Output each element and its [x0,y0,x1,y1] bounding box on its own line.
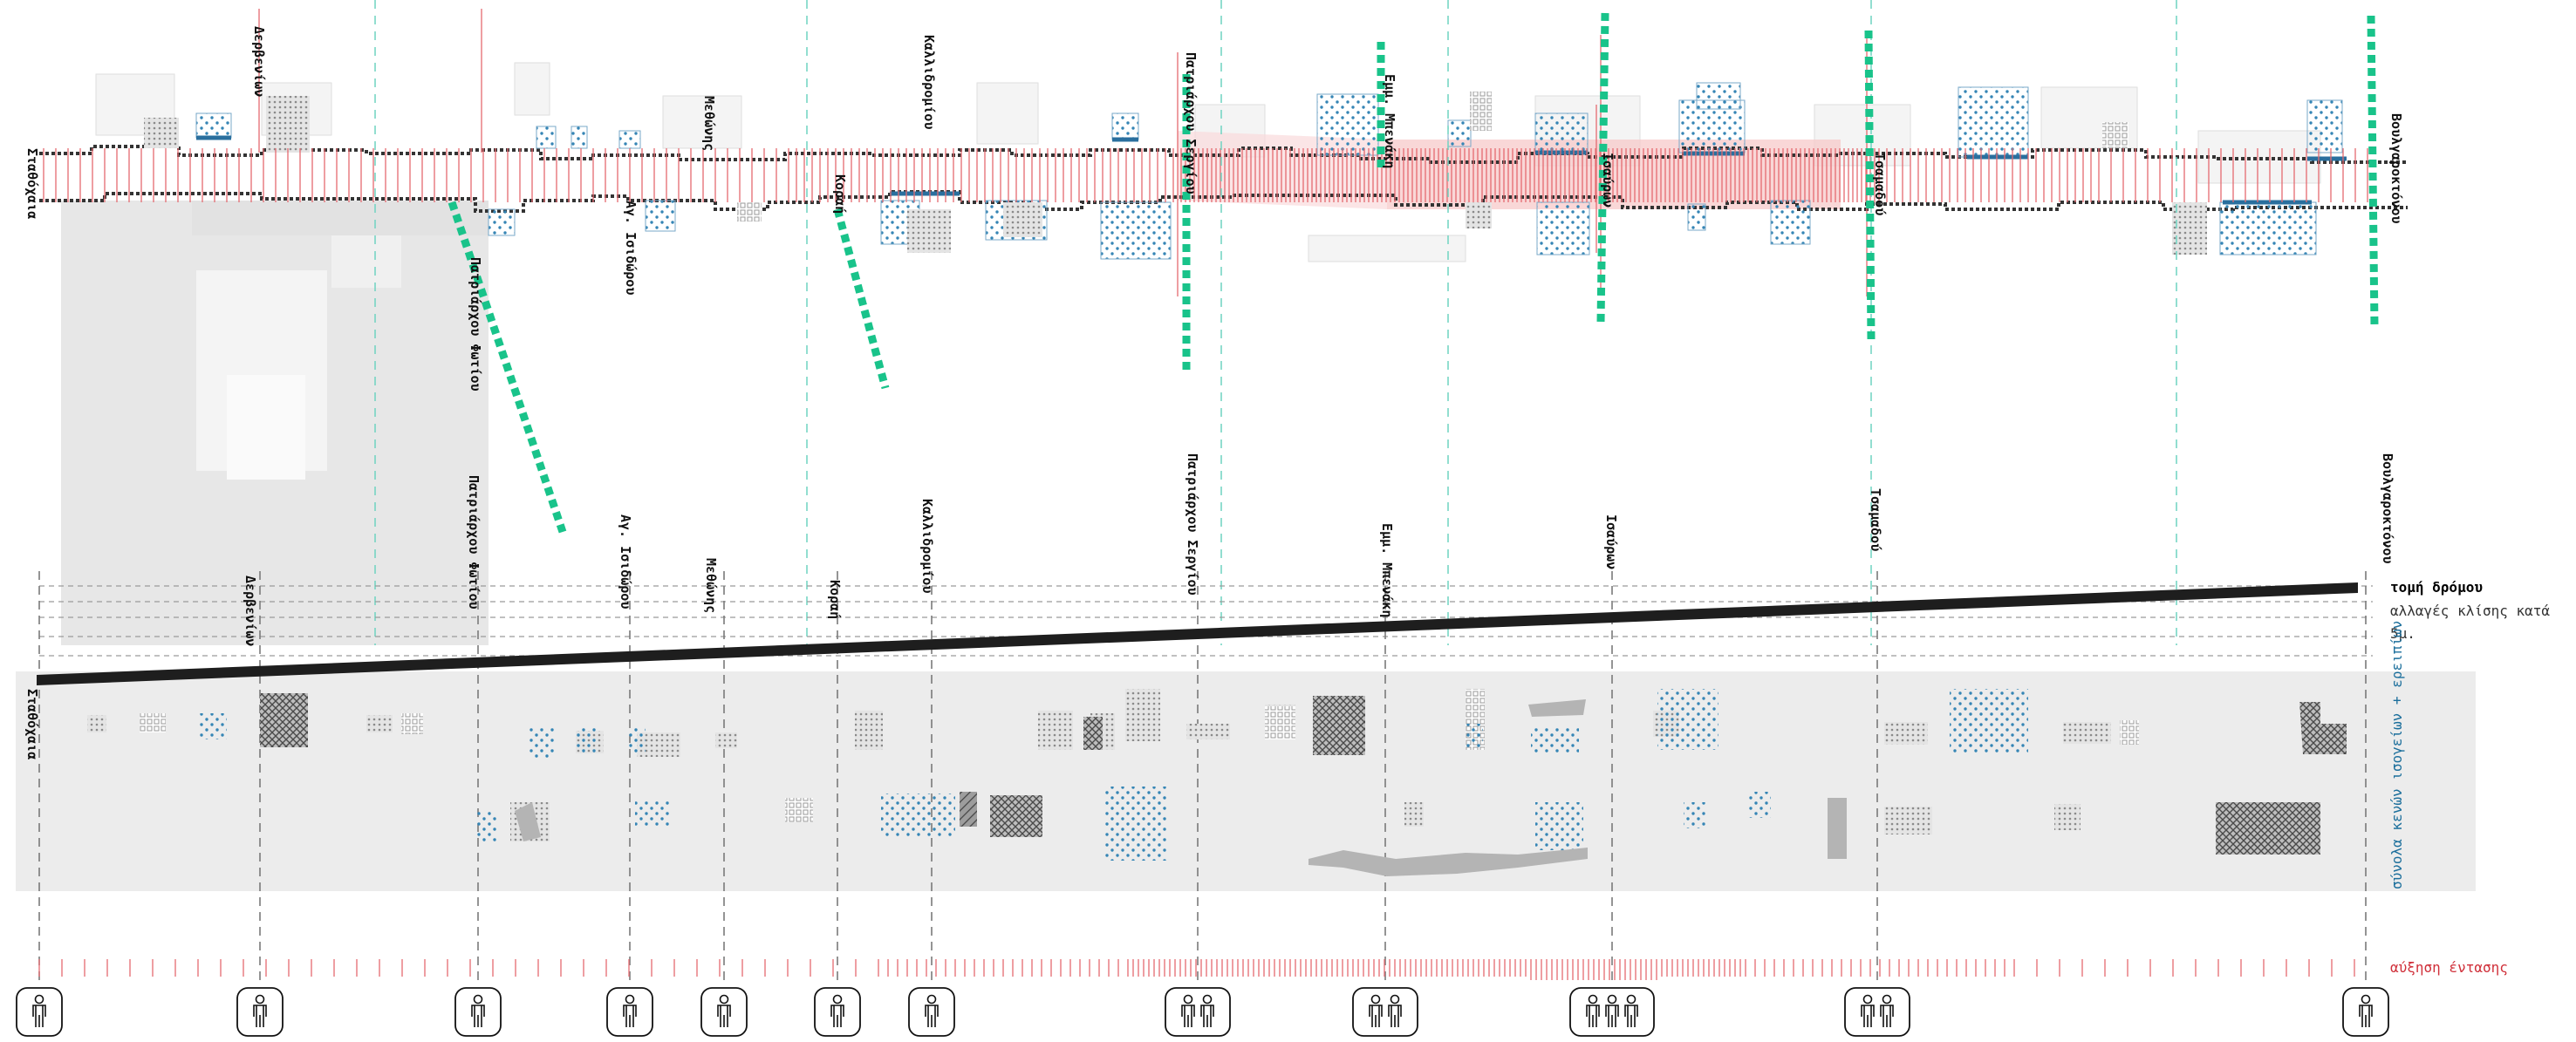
section-street-label: Πατριάρχου Σεργίου [1185,453,1200,596]
guide-lines [374,0,2177,645]
person-icon [700,987,748,1037]
legend-intensity: αύξηση έντασης [2390,959,2508,976]
person-icon [16,987,63,1037]
person-group-icon [1844,987,1910,1037]
person-icon [454,987,502,1037]
section-voids [87,689,2347,876]
road-section-line [37,582,2358,685]
plan-street-label: Κοραή [832,174,848,214]
person-icon [814,987,861,1037]
person-icon [908,987,955,1037]
plan-street-label: Ισαύρων [1600,153,1616,208]
person-group-icon [1165,987,1231,1037]
street-labels: ΣταθόχαιαΣταθόχαιαΔερβενίωνΔερβενίωνΠατρ… [24,26,2404,759]
people-icons [16,987,2389,1037]
section-street-label: Σταθόχαια [24,689,40,759]
plan-street-label: Πατριάρχου Φωτίου [468,257,483,392]
slope-lines [39,585,2373,657]
plan-street-label: Πατριάρχου Σεργίου [1183,52,1199,194]
plan-street-label: Δερβενίων [251,26,267,97]
section-street-lines [38,571,2367,981]
plan-street-label: Τσαμαδού [1872,153,1888,215]
plan-street-label: Αγ. Ισιδώρου [623,201,639,295]
section-street-label: Εμμ. Μπενάκη [1379,523,1395,617]
section-street-label: Ισαύρων [1603,514,1619,569]
person-icon [2342,987,2389,1037]
intensity-ticks [38,959,2355,980]
ground-band [16,671,2476,891]
plan-street-label: Καλλιδρομίου [921,35,937,129]
legend-voids: σύνολα κενών ισογείων + ερειπίων [2388,620,2405,889]
person-icon [606,987,653,1037]
person-group-icon [1569,987,1655,1037]
section-street-label: Βουλγαροκτόνου [2380,453,2395,563]
section-street-label: Καλλιδρομίου [919,499,935,593]
person-icon [236,987,284,1037]
person-group-icon [1352,987,1418,1037]
plan-street-label: Σταθόχαια [24,148,40,219]
legend-road-section: τομή δρόμου [2390,579,2483,596]
plan-map [39,62,2408,645]
plan-street-label: Βουλγαροκτόνου [2388,113,2404,223]
plan-street-label: Εμμ. Μπενάκη [1382,74,1397,168]
section-street-label: Δερβενίων [243,575,258,646]
green-accent-bars [448,12,2379,534]
legend-slope-changes: αλλαγές κλίσης κατά 5μ. [2390,603,2551,642]
section-street-label: Κοραή [827,580,843,619]
section-street-label: Μεθώνης [703,558,719,613]
plan-street-label: Μεθώνης [701,96,717,151]
section-street-label: Πατριάρχου Φωτίου [466,475,482,610]
section-street-label: Αγ. Ισιδώρου [618,514,633,609]
section-street-label: Τσαμαδού [1868,488,1883,551]
